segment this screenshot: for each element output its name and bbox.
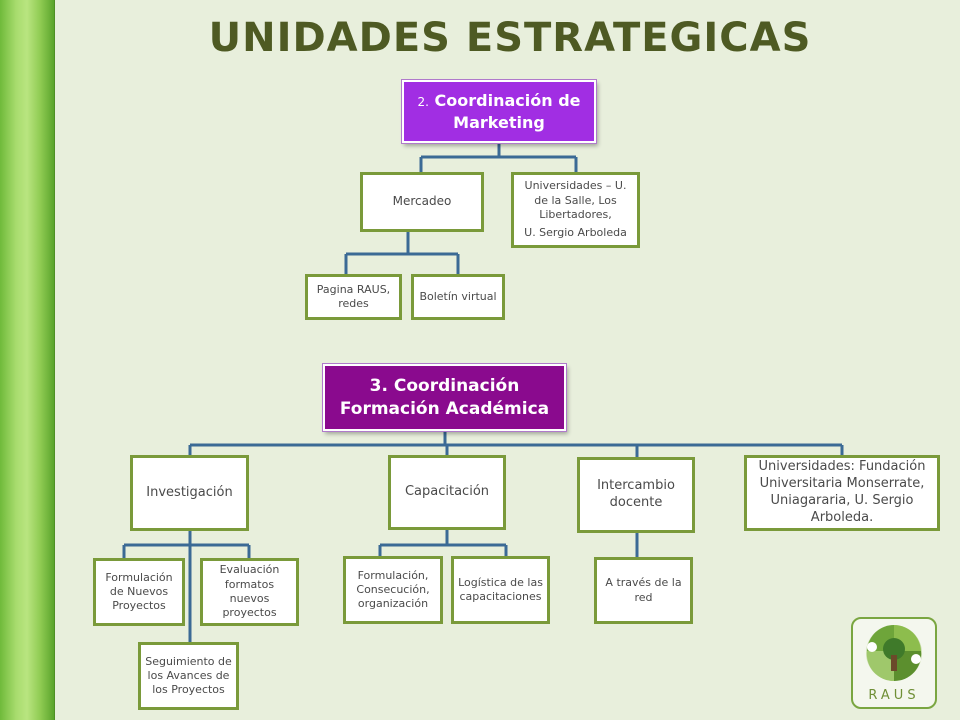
raus-logo-graphic bbox=[866, 625, 922, 682]
node-pagina-raus: Pagina RAUS, redes bbox=[305, 274, 402, 320]
raus-logo: RAUS bbox=[851, 617, 937, 709]
node-formulacion-nuevos-proyectos: Formulación de Nuevos Proyectos bbox=[93, 558, 185, 626]
node-seguimiento-avances: Seguimiento de los Avances de los Proyec… bbox=[138, 642, 239, 710]
node-boletin-virtual: Boletín virtual bbox=[411, 274, 505, 320]
marketing-coordination-node: 2. Coordinación de Marketing bbox=[402, 80, 596, 143]
node-universidades-academic: Universidades: Fundación Universitaria M… bbox=[744, 455, 940, 531]
raus-logo-text: RAUS bbox=[868, 688, 920, 703]
node-logistica-capacitaciones: Logística de las capacitaciones bbox=[451, 556, 550, 624]
academic-coordination-node: 3. Coordinación Formación Académica bbox=[323, 364, 566, 431]
node-capacitacion: Capacitación bbox=[388, 455, 506, 530]
node-investigacion: Investigación bbox=[130, 455, 249, 531]
node-evaluacion-formatos: Evaluación formatos nuevos proyectos bbox=[200, 558, 299, 626]
marketing-label: Coordinación de Marketing bbox=[434, 90, 581, 132]
marketing-number: 2. bbox=[417, 94, 429, 109]
node-mercadeo: Mercadeo bbox=[360, 172, 484, 232]
node-a-traves-red: A través de la red bbox=[594, 557, 693, 624]
sidebar-decoration bbox=[0, 0, 55, 720]
page-title: UNIDADES ESTRATEGICAS bbox=[208, 15, 812, 61]
universidades-line-1: Universidades – U. de la Salle, Los Libe… bbox=[524, 179, 627, 221]
node-formulacion-consecucion: Formulación, Consecución, organización bbox=[343, 556, 443, 624]
node-universidades-marketing: Universidades – U. de la Salle, Los Libe… bbox=[511, 172, 640, 248]
node-intercambio-docente: Intercambio docente bbox=[577, 457, 695, 533]
universidades-line-2: U. Sergio Arboleda bbox=[524, 226, 627, 240]
